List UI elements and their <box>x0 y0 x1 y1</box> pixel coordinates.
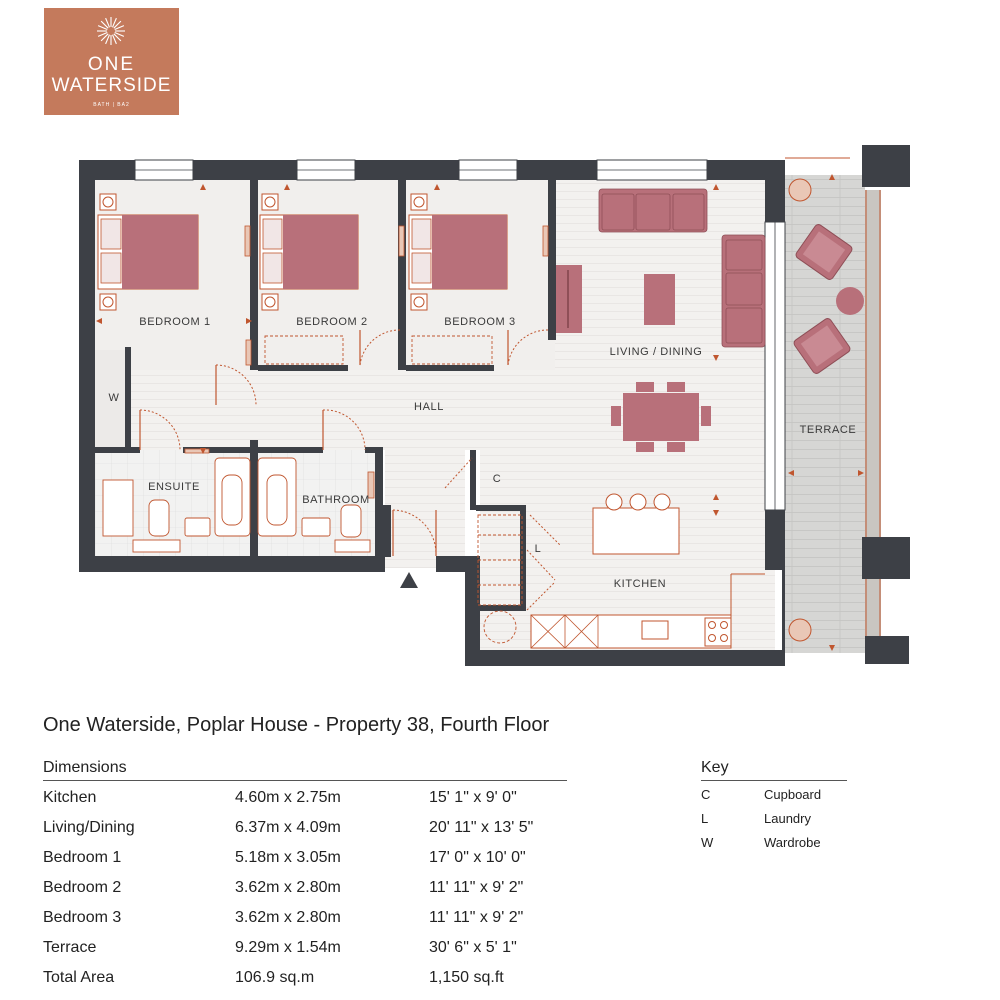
dimension-room: Kitchen <box>43 789 97 806</box>
dimension-row: Bedroom 2 3.62m x 2.80m 11' 11" x 9' 2" <box>43 879 603 899</box>
dimension-metric: 4.60m x 2.75m <box>235 789 341 806</box>
label-bedroom-2: BEDROOM 2 <box>296 316 367 328</box>
dimension-imperial: 20' 11" x 13' 5" <box>429 819 534 836</box>
label-living-dining: LIVING / DINING <box>610 346 703 358</box>
dimension-room: Bedroom 3 <box>43 909 122 926</box>
orientation-markers <box>96 174 864 651</box>
dimension-metric: 6.37m x 4.09m <box>235 819 341 836</box>
dimension-room: Bedroom 2 <box>43 879 122 896</box>
sunburst-icon <box>97 17 125 45</box>
dimension-imperial: 30' 6" x 5' 1" <box>429 939 517 956</box>
dimension-row: Bedroom 1 5.18m x 3.05m 17' 0" x 10' 0" <box>43 849 603 869</box>
radiators <box>184 225 549 499</box>
dimension-row: Bedroom 3 3.62m x 2.80m 11' 11" x 9' 2" <box>43 909 603 929</box>
key-label: Wardrobe <box>764 835 821 850</box>
dimension-row: Living/Dining 6.37m x 4.09m 20' 11" x 13… <box>43 819 603 839</box>
dimension-metric: 3.62m x 2.80m <box>235 879 341 896</box>
dimension-imperial: 1,150 sq.ft <box>429 969 504 986</box>
property-title: One Waterside, Poplar House - Property 3… <box>43 714 550 736</box>
bed-bedroom-1 <box>97 193 199 311</box>
terrace-area <box>785 145 910 664</box>
dimension-metric: 3.62m x 2.80m <box>235 909 341 926</box>
dimension-room: Living/Dining <box>43 819 135 836</box>
label-wardrobe: W <box>109 392 120 404</box>
key-code: C <box>701 787 711 802</box>
window-glazing <box>135 169 776 510</box>
dimension-imperial: 17' 0" x 10' 0" <box>429 849 526 866</box>
dimension-room: Terrace <box>43 939 97 956</box>
label-cupboard: C <box>493 473 502 485</box>
brand-logo: ONE WATERSIDE BATH | BA2 <box>44 8 179 115</box>
dimension-metric: 9.29m x 1.54m <box>235 939 341 956</box>
dimension-row: Terrace 9.29m x 1.54m 30' 6" x 5' 1" <box>43 939 603 959</box>
key-divider <box>701 780 847 781</box>
door-swings <box>139 329 561 611</box>
kitchen-counter <box>530 573 765 649</box>
internal-walls <box>95 180 556 611</box>
key-code: L <box>701 811 709 826</box>
label-kitchen: KITCHEN <box>614 578 666 590</box>
logo-line-one: ONE <box>87 54 136 75</box>
dimension-imperial: 11' 11" x 9' 2" <box>429 879 524 896</box>
label-laundry: L <box>535 543 542 555</box>
terrace-furniture <box>788 178 864 642</box>
dimension-metric: 106.9 sq.m <box>235 969 315 986</box>
key-item: W Wardrobe <box>701 835 901 853</box>
label-bathroom: BATHROOM <box>302 494 370 506</box>
key-label: Cupboard <box>764 787 822 802</box>
dimension-row: Kitchen 4.60m x 2.75m 15' 1" x 9' 0" <box>43 789 603 809</box>
dimensions-divider <box>43 780 567 781</box>
ensuite-fixtures <box>102 457 251 553</box>
label-ensuite: ENSUITE <box>148 481 200 493</box>
dimension-room: Total Area <box>43 969 115 986</box>
bathroom-fixtures <box>257 457 371 553</box>
floor-plan: BEDROOM 1 BEDROOM 2 BEDROOM 3 LIVING / D… <box>79 145 910 666</box>
dimensions-heading: Dimensions <box>43 759 127 776</box>
key-heading: Key <box>701 759 729 776</box>
bed-bedroom-3 <box>408 193 508 311</box>
logo-line-waterside: WATERSIDE <box>51 75 172 96</box>
dimension-row: Total Area 106.9 sq.m 1,150 sq.ft <box>43 969 603 989</box>
label-bedroom-3: BEDROOM 3 <box>444 316 515 328</box>
sofa-side <box>721 234 766 348</box>
dimension-room: Bedroom 1 <box>43 849 122 866</box>
bed-bedroom-2 <box>259 193 359 311</box>
door-leaves <box>139 330 509 556</box>
key-code: W <box>701 835 714 850</box>
dimension-imperial: 11' 11" x 9' 2" <box>429 909 524 926</box>
label-bedroom-1: BEDROOM 1 <box>139 316 210 328</box>
wardrobe-outlines <box>264 335 523 644</box>
label-terrace: TERRACE <box>800 424 857 436</box>
key-item: C Cupboard <box>701 787 901 805</box>
logo-location: BATH | BA2 <box>93 102 130 108</box>
dimension-metric: 5.18m x 3.05m <box>235 849 341 866</box>
key-label: Laundry <box>764 811 811 826</box>
kitchen-island <box>592 493 680 555</box>
entrance-marker <box>400 572 418 588</box>
dimension-imperial: 15' 1" x 9' 0" <box>429 789 517 806</box>
dining-set <box>611 382 711 452</box>
label-hall: HALL <box>414 401 444 413</box>
coffee-table <box>644 274 675 325</box>
key-item: L Laundry <box>701 811 901 829</box>
sofa <box>598 188 708 233</box>
tv-unit <box>556 265 582 333</box>
